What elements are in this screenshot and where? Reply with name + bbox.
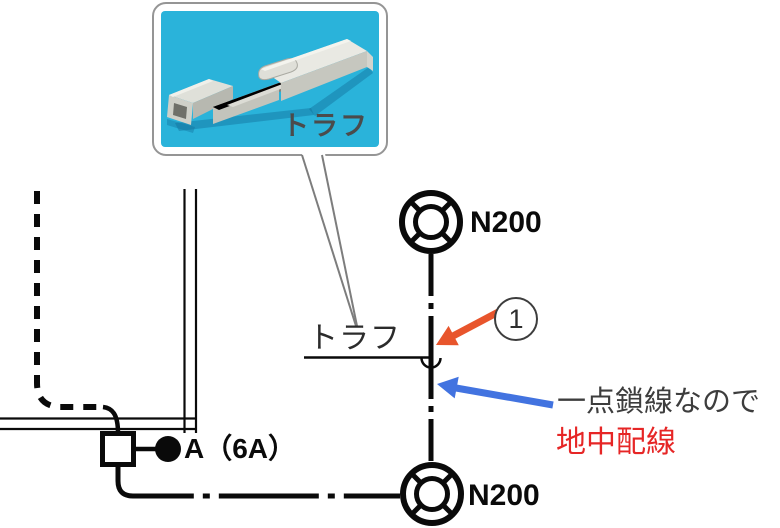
trough-photo: トラフ bbox=[161, 11, 379, 147]
photo-callout: トラフ bbox=[152, 2, 388, 156]
shadow bbox=[167, 119, 195, 133]
handhole-bottom-label: N200 bbox=[468, 479, 540, 512]
note-conclusion-text: 地中配線 bbox=[556, 426, 676, 459]
shadow bbox=[309, 67, 373, 116]
shadow bbox=[175, 108, 314, 131]
trough-channel-left bbox=[167, 79, 233, 125]
callout-tail bbox=[300, 148, 358, 327]
handhole-symbol-top bbox=[399, 190, 463, 254]
wall-drop-line bbox=[102, 404, 121, 434]
building-wall-outline bbox=[0, 189, 198, 433]
handhole-symbol-bottom bbox=[400, 462, 464, 526]
indoor-dashed-wiring bbox=[34, 191, 103, 410]
trough-capped-section bbox=[258, 39, 373, 101]
trough-leader-hook bbox=[420, 357, 442, 369]
photo-label: トラフ bbox=[282, 111, 369, 141]
outlet-label: A（6A） bbox=[184, 433, 297, 464]
trough-channel-main bbox=[213, 80, 299, 124]
underground-line-horizontal bbox=[115, 466, 400, 499]
pull-box-symbol bbox=[100, 431, 136, 467]
trough-photo-art bbox=[161, 11, 379, 147]
note-reason-text: 一点鎖線なので bbox=[557, 386, 761, 418]
annotation-number-badge: 1 bbox=[494, 297, 538, 341]
outlet-symbol bbox=[155, 436, 181, 462]
trough-label: トラフ bbox=[308, 322, 401, 355]
blue-pointer-arrow bbox=[437, 376, 554, 409]
annotation-number: 1 bbox=[508, 303, 524, 334]
handhole-top-label: N200 bbox=[470, 206, 542, 239]
